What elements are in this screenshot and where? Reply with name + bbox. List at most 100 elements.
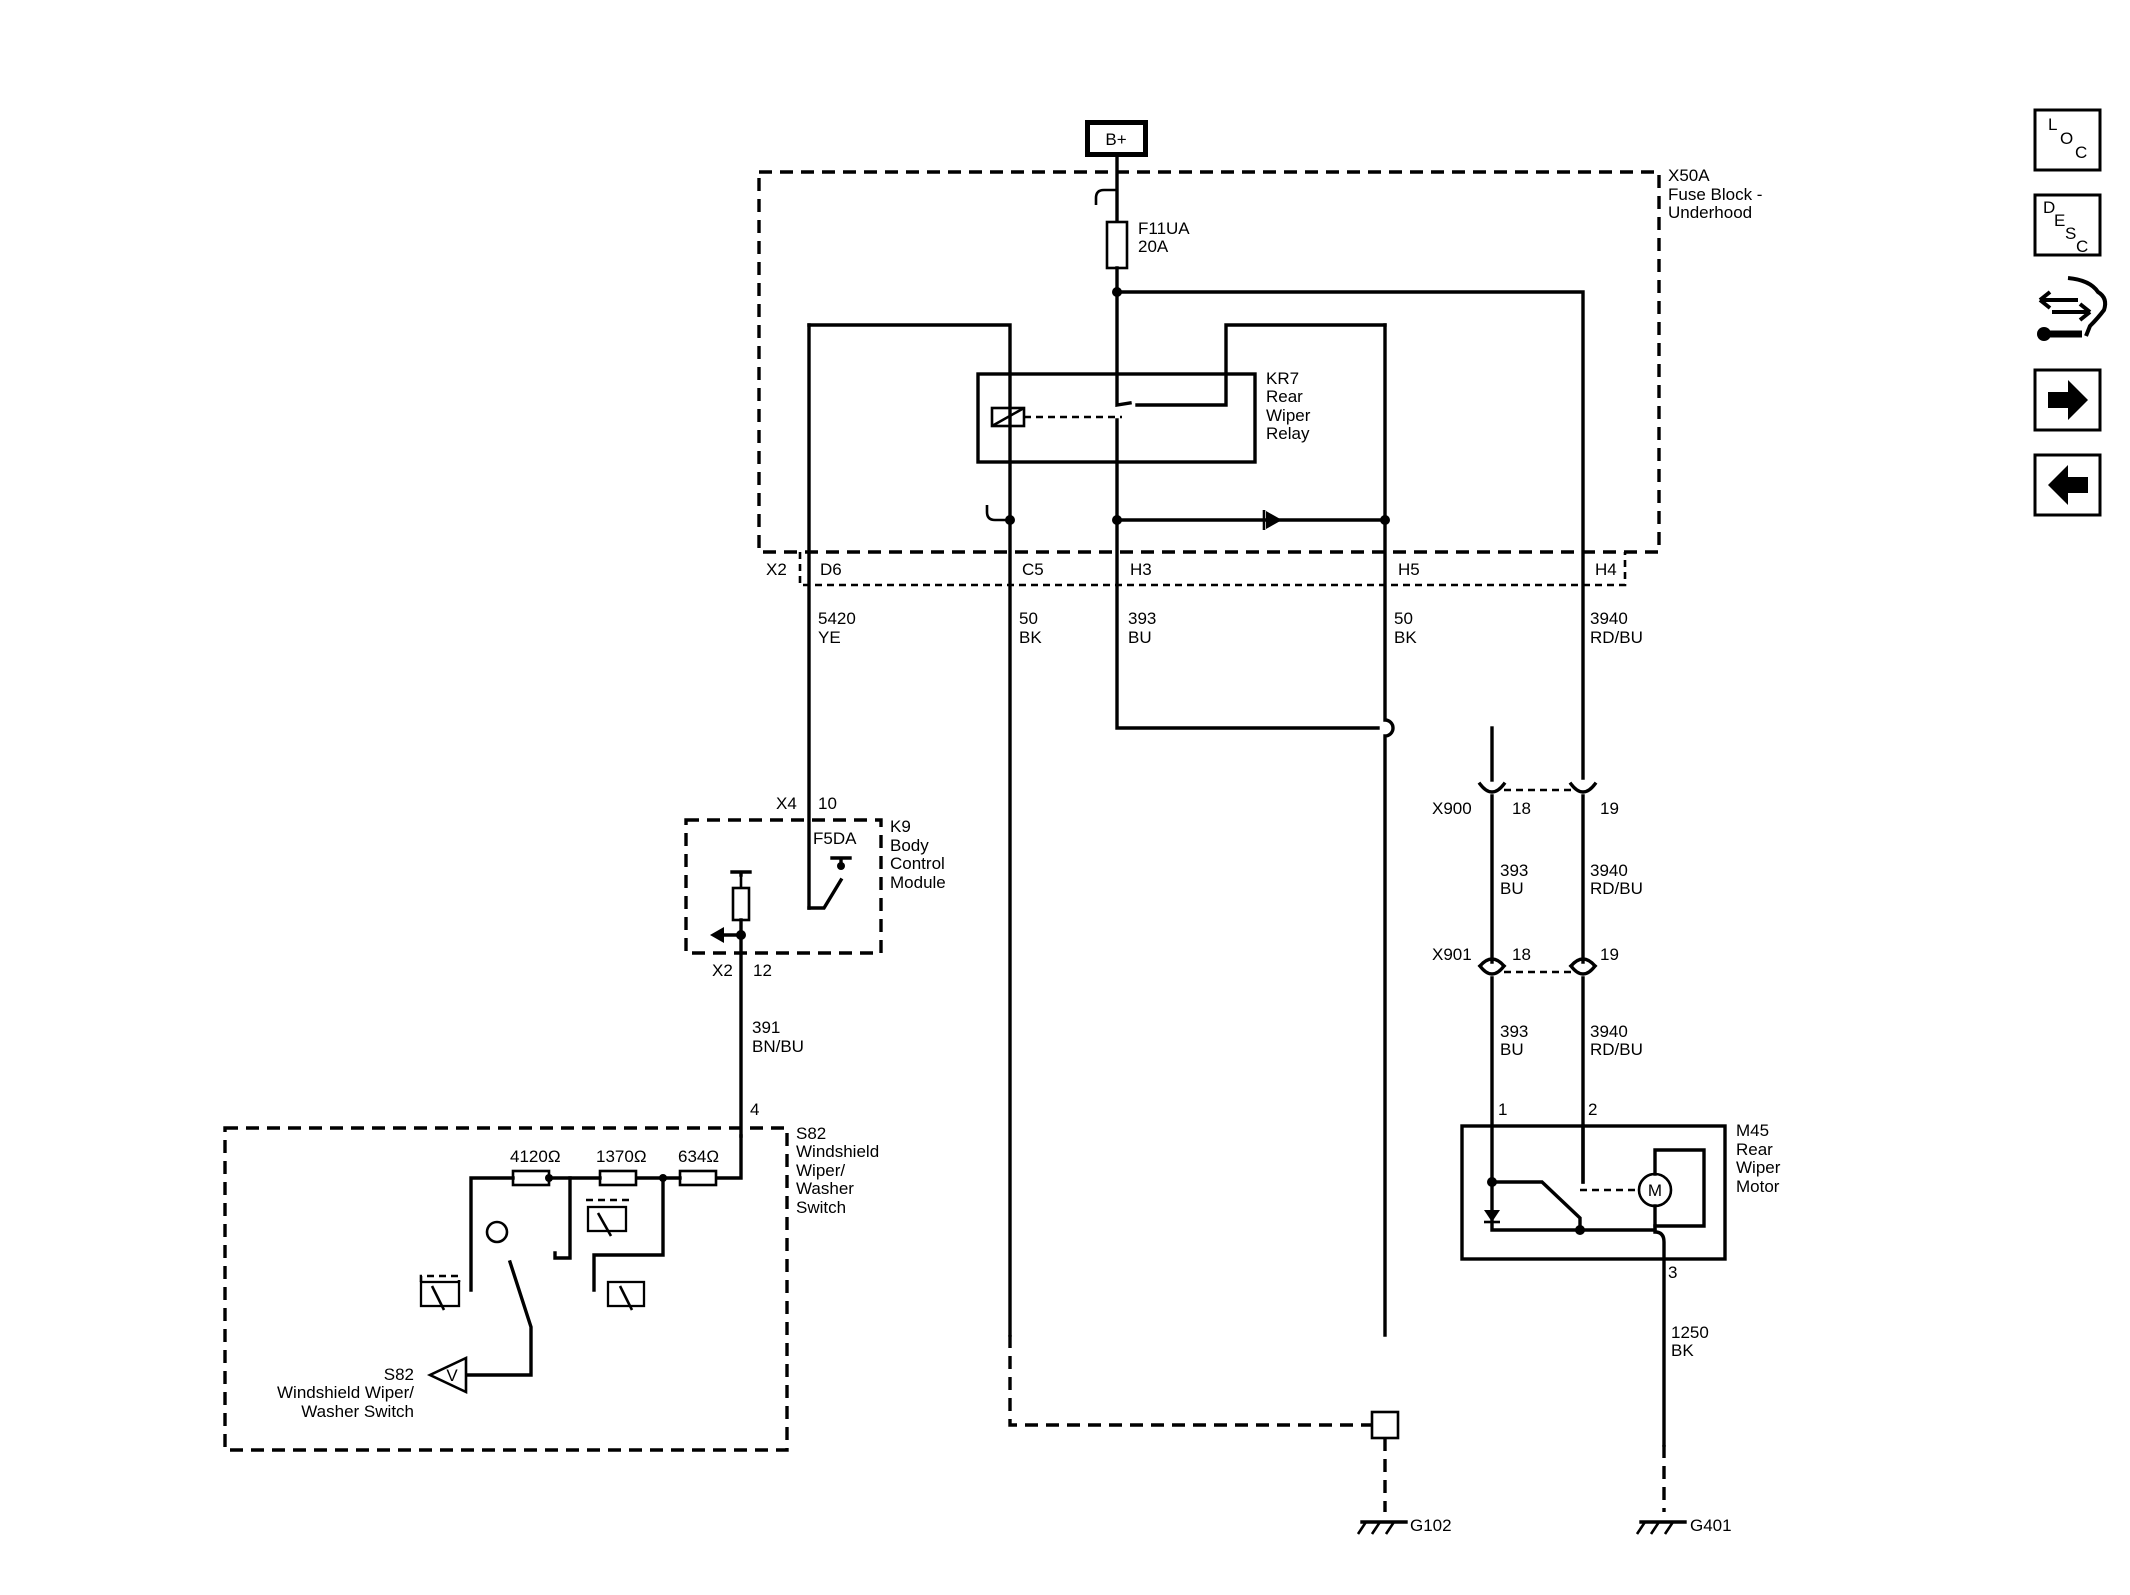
fuse-f11ua: F11UA 20A: [1105, 219, 1585, 780]
fuse-block-connector: X2: [766, 560, 787, 579]
relay-desc-2: Wiper: [1266, 406, 1311, 425]
switch-desc-3: Washer: [796, 1179, 854, 1198]
switch-desc-4: Switch: [796, 1198, 846, 1217]
resistor-2-value: 1370Ω: [596, 1147, 647, 1166]
next-button[interactable]: [2033, 368, 2102, 432]
resistor-3-value: 634Ω: [678, 1147, 719, 1166]
wire-393-x900-circuit: 393: [1500, 861, 1528, 880]
fuse-name: F11UA: [1138, 219, 1190, 238]
bcm-fet: F5DA: [813, 829, 857, 848]
bcm-bottom-connector: X2: [712, 961, 733, 980]
x900-pin-a: 18: [1512, 799, 1531, 818]
wire-3940-h4-color: RD/BU: [1590, 628, 1643, 647]
location-button[interactable]: L O C: [2033, 108, 2102, 172]
arrow-left-icon: [2048, 465, 2088, 505]
x901-name: X901: [1432, 945, 1472, 964]
bcm-desc-1: Body: [890, 836, 929, 855]
wire-393-x901-color: BU: [1500, 1040, 1524, 1059]
wire-50-c5-circuit: 50: [1019, 609, 1038, 628]
ground-g401: G401: [1635, 1445, 1732, 1535]
desc-letter-e: E: [2054, 211, 2065, 230]
motor-desc-1: Rear: [1736, 1140, 1773, 1159]
switch-desc-1: Windshield: [796, 1142, 879, 1161]
bcm-bottom-pin: 12: [753, 961, 772, 980]
motor-symbol: M: [1648, 1181, 1662, 1200]
desc-letter-s: S: [2065, 224, 2076, 243]
loc-letter-o: O: [2060, 129, 2073, 148]
wire-393-x901-circuit: 393: [1500, 1022, 1528, 1041]
switch-arrow-symbol: V: [446, 1366, 458, 1385]
loc-letter-c: C: [2075, 143, 2087, 162]
desc-letter-d: D: [2043, 198, 2055, 217]
switch-pin: 4: [750, 1100, 759, 1119]
switch-label-1: S82: [384, 1365, 414, 1384]
bcm-top-pin: 10: [818, 794, 837, 813]
bcm-top-connector: X4: [776, 794, 797, 813]
bcm-desc-3: Module: [890, 873, 946, 892]
wire-393-x900-color: BU: [1500, 879, 1524, 898]
motor-name: M45: [1736, 1121, 1769, 1140]
switch-label-2: Windshield Wiper/: [277, 1383, 414, 1402]
ground-g401-label: G401: [1690, 1516, 1732, 1535]
relay-desc-3: Relay: [1266, 424, 1310, 443]
switch-label-3: Washer Switch: [301, 1402, 414, 1421]
wire-3940-x901-color: RD/BU: [1590, 1040, 1643, 1059]
motor-pin-1: 1: [1498, 1100, 1507, 1119]
resistor-1-value: 4120Ω: [510, 1147, 561, 1166]
motor-m45: 1 2 3 M M45 Rear Wiper Motor: [1460, 1100, 1781, 1447]
x900-pin-b: 19: [1600, 799, 1619, 818]
wire-393-h3-color: BU: [1128, 628, 1152, 647]
wire-391-color: BN/BU: [752, 1037, 804, 1056]
wire-50-h5-circuit: 50: [1394, 609, 1413, 628]
connector-x901: X901 18 19: [1432, 945, 1619, 1184]
wire-5420-color: YE: [818, 628, 841, 647]
wire-50-c5-color: BK: [1019, 628, 1042, 647]
bcm-name: K9: [890, 817, 911, 836]
relay-diode: [985, 505, 1390, 530]
fuse-block-enclosure: X50A Fuse Block - Underhood X2 D6 C5 H3 …: [757, 166, 1762, 587]
wire-3940-h4-circuit: 3940: [1590, 609, 1628, 628]
service-tools-icon[interactable]: [2037, 276, 2108, 341]
motor-pin-3: 3: [1668, 1263, 1677, 1282]
loc-letter-l: L: [2048, 115, 2057, 134]
pin-h3: H3: [1130, 560, 1152, 579]
ground-g102: G102: [1008, 1335, 1452, 1535]
x901-pin-a: 18: [1512, 945, 1531, 964]
motor-desc-2: Wiper: [1736, 1158, 1781, 1177]
wire-3940-x900-circuit: 3940: [1590, 861, 1628, 880]
description-button[interactable]: D E S C: [2033, 193, 2102, 257]
connector-x900: X900 18 19: [1432, 726, 1619, 964]
x900-name: X900: [1432, 799, 1472, 818]
wire-391-circuit: 391: [752, 1018, 780, 1037]
wire-393-h3-circuit: 393: [1128, 609, 1156, 628]
relay-name: KR7: [1266, 369, 1299, 388]
pin-d6: D6: [820, 560, 842, 579]
pin-h4: H4: [1595, 560, 1617, 579]
relay-desc-1: Rear: [1266, 387, 1303, 406]
wire-1250-circuit: 1250: [1671, 1323, 1709, 1342]
wire-50-h5-color: BK: [1394, 628, 1417, 647]
wire-5420-circuit: 5420: [818, 609, 856, 628]
fuse-block-name: X50A: [1668, 166, 1710, 185]
back-button[interactable]: [2033, 453, 2102, 517]
battery-positive: B+: [1085, 120, 1148, 222]
switch-name: S82: [796, 1124, 826, 1143]
pin-h5: H5: [1398, 560, 1420, 579]
motor-pin-2: 2: [1588, 1100, 1597, 1119]
wire-1250-color: BK: [1671, 1341, 1694, 1360]
arrow-right-icon: [2048, 380, 2088, 420]
bcm-k9: X4 10 F5DA K9 Body Control Module X2 12: [684, 794, 946, 1138]
desc-letter-c: C: [2076, 237, 2088, 256]
ground-g102-label: G102: [1410, 1516, 1452, 1535]
fuse-block-desc-2: Underhood: [1668, 203, 1752, 222]
fuse-block-desc-1: Fuse Block -: [1668, 185, 1762, 204]
wire-50-h5: [1383, 323, 1395, 1337]
wire-3940-x901-circuit: 3940: [1590, 1022, 1628, 1041]
x901-pin-b: 19: [1600, 945, 1619, 964]
relay-kr7: KR7 Rear Wiper Relay: [807, 323, 1387, 522]
motor-desc-3: Motor: [1736, 1177, 1780, 1196]
switch-desc-2: Wiper/: [796, 1161, 845, 1180]
battery-label: B+: [1105, 130, 1126, 149]
fuse-rating: 20A: [1138, 237, 1169, 256]
